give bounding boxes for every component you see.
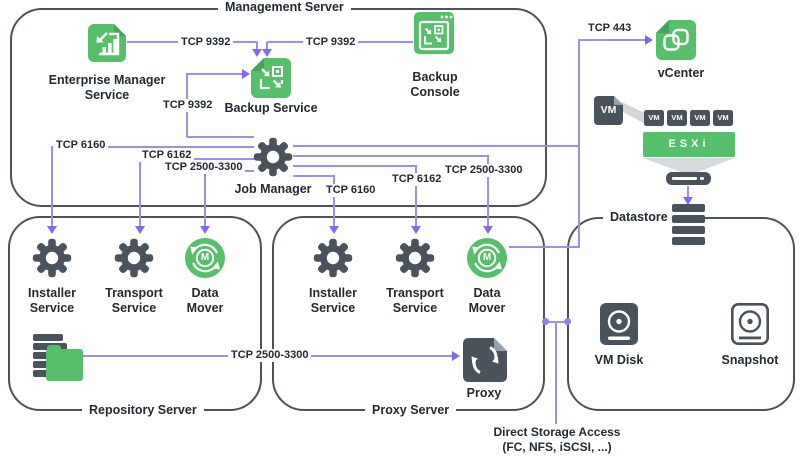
line-tcp6160-repository-v	[51, 146, 53, 226]
tcp-6162-label: TCP 6162	[389, 173, 445, 186]
arrowhead	[329, 226, 339, 234]
tcp-9392-label: TCP 9392	[303, 36, 359, 49]
vcenter-label: vCenter	[657, 66, 705, 80]
vm-icon	[594, 96, 623, 125]
job-manager-label: Job Manager	[234, 182, 312, 196]
arrowhead	[47, 226, 57, 234]
snapshot-icon	[731, 303, 769, 345]
line-direct-storage-v	[555, 321, 557, 424]
arrowhead	[645, 35, 653, 45]
datastore-title: Datastore	[603, 210, 675, 225]
vm-icon-label: VM	[600, 104, 617, 116]
line-trunk-vertical	[578, 39, 580, 248]
arrowhead	[452, 351, 460, 361]
line-tcp6160-repository-h	[52, 146, 254, 148]
proxy-label: Proxy	[466, 386, 502, 400]
line-tcp6162-proxy-v	[415, 165, 417, 226]
vm-disk-label: VM Disk	[594, 353, 644, 367]
arrowhead	[262, 49, 272, 57]
arrowhead	[252, 49, 262, 57]
enterprise-manager-label: Enterprise Manager Service	[48, 73, 166, 102]
vm-small-icon: VM	[667, 110, 687, 126]
arrowhead	[411, 226, 421, 234]
job-manager-gear-icon	[253, 137, 293, 177]
proxy-server-title: Proxy Server	[365, 403, 457, 418]
tcp-2500-3300-label: TCP 2500-3300	[442, 164, 526, 177]
line-tcp2500-proxy-v	[487, 155, 489, 226]
tcp-9392-label: TCP 9392	[160, 99, 216, 112]
vcenter-icon	[656, 20, 696, 60]
backup-service-label: Backup Service	[224, 101, 318, 115]
tcp-9392-label: TCP 9392	[178, 36, 234, 49]
datastore-stack-icon	[672, 237, 705, 245]
host-storage-device-icon	[666, 172, 711, 185]
line-tcp6162-repository-v	[139, 158, 141, 226]
arrowhead	[683, 197, 693, 205]
data-mover-monogram: M	[482, 252, 492, 263]
arrowhead	[483, 226, 493, 234]
repository-installer-label: Installer Service	[28, 286, 76, 315]
datastore-stack-icon	[672, 226, 705, 234]
vm-disk-icon	[600, 303, 638, 345]
line-tcp6160-proxy-h	[293, 175, 334, 177]
line-tcp6160-proxy-v	[333, 175, 335, 226]
repository-server-title: Repository Server	[82, 403, 204, 418]
datastore-stack-icon	[672, 215, 705, 223]
line-tcp6162-repository-h	[140, 158, 254, 160]
repository-files-icon	[33, 361, 51, 368]
repository-installer-gear-icon	[32, 238, 72, 278]
arrowhead	[200, 226, 210, 234]
line-into-backup-service-2	[266, 42, 268, 51]
connector-dot	[564, 318, 571, 325]
tcp-443-label: TCP 443	[585, 22, 635, 35]
repository-files-icon	[33, 370, 57, 377]
direct-storage-access-label: Direct Storage Access (FC, NFS, iSCSI, .…	[493, 425, 621, 454]
vm-small-icon: VM	[713, 110, 733, 126]
data-mover-monogram: M	[200, 252, 210, 263]
connector-dot	[542, 318, 549, 325]
vm-small-icon: VM	[644, 110, 664, 126]
esxi-funnel-shape	[643, 158, 735, 172]
proxy-installer-gear-icon	[313, 238, 353, 278]
vm-small-icon: VM	[690, 110, 710, 126]
proxy-data-mover-label: Data Mover	[468, 286, 506, 315]
proxy-installer-label: Installer Service	[309, 286, 357, 315]
line-tcp443-h	[579, 39, 645, 41]
proxy-transport-label: Transport Service	[386, 286, 444, 315]
line-tcp2500-proxy-h	[293, 155, 488, 157]
tcp-6160-label: TCP 6160	[323, 184, 379, 197]
line-jobmanager-backup-service-top	[187, 73, 242, 75]
enterprise-manager-icon	[88, 24, 126, 62]
backup-service-icon	[251, 58, 291, 98]
backup-console-label: Backup Console	[410, 70, 460, 99]
line-tcp6162-proxy-h	[293, 165, 416, 167]
datastore-stack-icon	[672, 204, 705, 212]
management-server-title: Management Server	[218, 0, 351, 15]
arrowhead	[242, 69, 250, 79]
repository-transport-gear-icon	[114, 238, 154, 278]
repository-files-icon	[33, 334, 63, 341]
arrowhead	[135, 226, 145, 234]
repository-transport-label: Transport Service	[105, 286, 163, 315]
snapshot-label: Snapshot	[721, 353, 779, 367]
esxi-host-bar: ESXi	[643, 132, 735, 157]
tcp-2500-3300-label: TCP 2500-3300	[228, 349, 312, 362]
line-proxy-datamover-east	[509, 246, 579, 248]
proxy-icon	[463, 338, 507, 382]
tcp-2500-3300-label: TCP 2500-3300	[162, 161, 246, 174]
line-jobmanager-backup-service-bottom	[187, 136, 254, 138]
proxy-transport-gear-icon	[395, 238, 435, 278]
line-host-to-datastore	[687, 186, 689, 198]
tcp-6160-label: TCP 6160	[53, 139, 109, 152]
folder-icon	[46, 349, 83, 381]
line-into-backup-service-1	[256, 42, 258, 51]
tcp-6162-label: TCP 6162	[139, 149, 195, 162]
line-tcp2500-repository-v	[204, 170, 206, 226]
backup-console-icon	[414, 12, 454, 54]
repository-data-mover-label: Data Mover	[186, 286, 224, 315]
line-jobmanager-east	[293, 145, 580, 147]
